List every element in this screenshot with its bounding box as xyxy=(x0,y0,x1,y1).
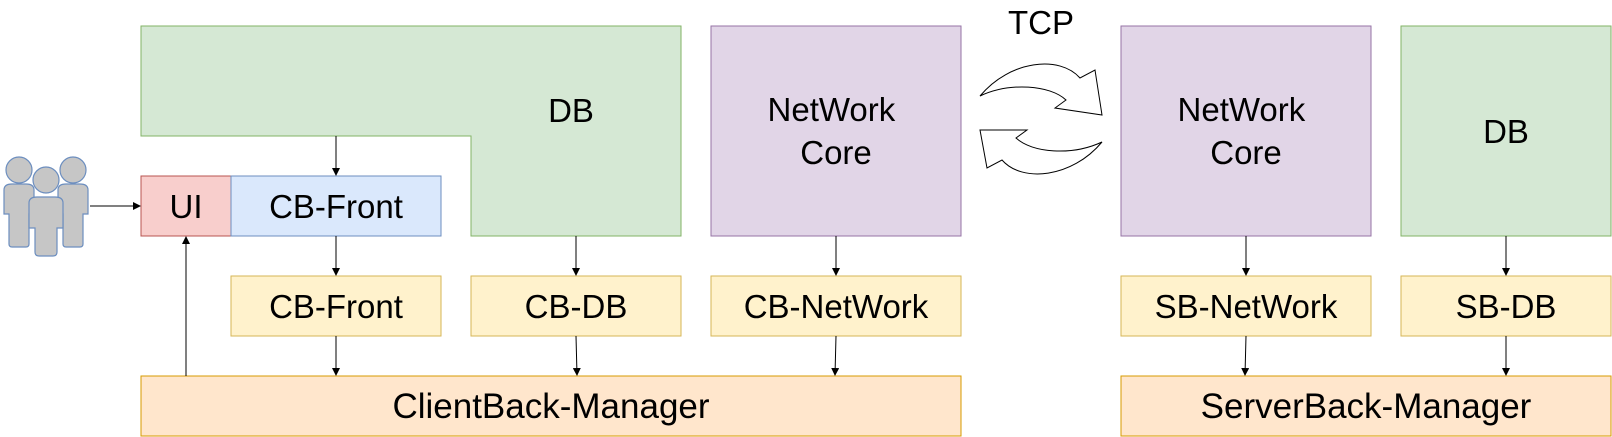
sync-arrow-bottom xyxy=(979,129,1103,175)
sb-db-label: SB-DB xyxy=(1456,288,1557,325)
arrow-sb-network-to-manager xyxy=(1241,335,1250,376)
ui-label: UI xyxy=(170,188,203,225)
server-network-core-line2: Core xyxy=(1210,134,1282,171)
users-group-icon xyxy=(3,156,89,257)
server-manager-box xyxy=(1120,375,1612,437)
cb-front-top-box xyxy=(230,175,442,237)
users-right-body xyxy=(57,183,89,248)
client-network-core-line2: Core xyxy=(800,134,872,171)
sync-arrows-icon xyxy=(979,63,1103,175)
cb-db-box xyxy=(470,275,682,337)
server-network-core-label: NetWork Core xyxy=(1178,91,1315,171)
server-network-core-box xyxy=(1120,25,1372,237)
users-left-body xyxy=(3,183,35,248)
server-db-box xyxy=(1400,25,1612,237)
client-db-block xyxy=(140,25,682,237)
users-right-head xyxy=(59,156,87,184)
users-middle-body xyxy=(28,196,64,257)
client-network-core-label: NetWork Core xyxy=(768,91,905,171)
cb-network-box xyxy=(710,275,962,337)
client-manager-box xyxy=(140,375,962,437)
client-manager-label: ClientBack-Manager xyxy=(392,387,709,426)
cb-front-label: CB-Front xyxy=(269,288,403,325)
users-left-head xyxy=(5,156,33,184)
sync-arrow-top xyxy=(979,63,1103,116)
client-db-label: DB xyxy=(548,92,594,129)
sb-network-label: SB-NetWork xyxy=(1155,288,1338,325)
arrow-cb-db-to-manager xyxy=(572,335,581,376)
cb-db-label: CB-DB xyxy=(525,288,628,325)
cb-network-label: CB-NetWork xyxy=(744,288,929,325)
cb-front-box xyxy=(230,275,442,337)
server-manager-label: ServerBack-Manager xyxy=(1201,387,1532,426)
server-network-core-line1: NetWork xyxy=(1178,91,1306,128)
client-network-core-line1: NetWork xyxy=(768,91,896,128)
client-network-core-box xyxy=(710,25,962,237)
sb-network-box xyxy=(1120,275,1372,337)
arrow-cb-network-to-manager xyxy=(831,335,840,376)
tcp-label: TCP xyxy=(1008,4,1074,41)
cb-front-top-label: CB-Front xyxy=(269,188,403,225)
users-middle-head xyxy=(32,166,60,194)
sb-db-box xyxy=(1400,275,1612,337)
server-db-label: DB xyxy=(1483,113,1529,150)
